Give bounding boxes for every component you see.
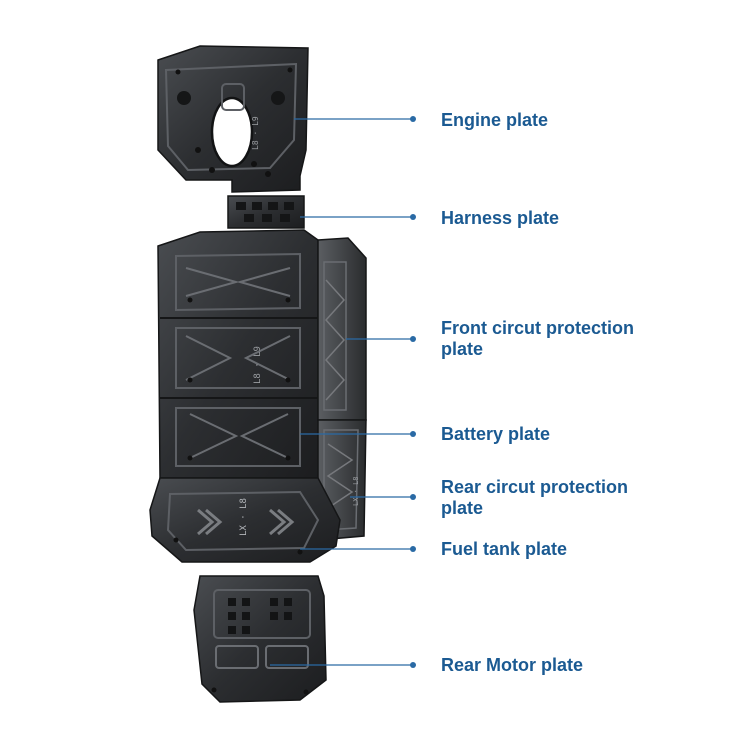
engine-plate-stamp: L8 · L9	[251, 116, 260, 150]
engine-plate-label: Engine plate	[441, 110, 549, 130]
leader-dots	[410, 116, 416, 668]
fuel-tank-plate-stamp: LX · L8	[239, 498, 249, 536]
front-circuit-plate-image	[317, 237, 367, 421]
front-circuit-plate-label: Front circut protection plate	[441, 318, 634, 359]
leader-lines	[270, 118, 413, 666]
harness-plate-label: Harness plate	[441, 208, 560, 228]
rear-motor-plate-image	[193, 575, 327, 703]
rear-circuit-plate-stamp: LX · L8	[352, 476, 360, 506]
harness-plate-image	[227, 195, 305, 229]
rear-motor-plate-label: Rear Motor plate	[441, 655, 584, 675]
battery-plate-image	[157, 229, 319, 479]
fuel-tank-plate-image	[149, 477, 341, 563]
engine-plate-image	[157, 45, 309, 193]
rear-circuit-plate-label: Rear circut protection plate	[441, 477, 629, 518]
fuel-tank-plate-label: Fuel tank plate	[441, 539, 568, 559]
battery-plate-label: Battery plate	[441, 424, 551, 444]
battery-plate-stamp: L8 · L9	[253, 346, 263, 384]
